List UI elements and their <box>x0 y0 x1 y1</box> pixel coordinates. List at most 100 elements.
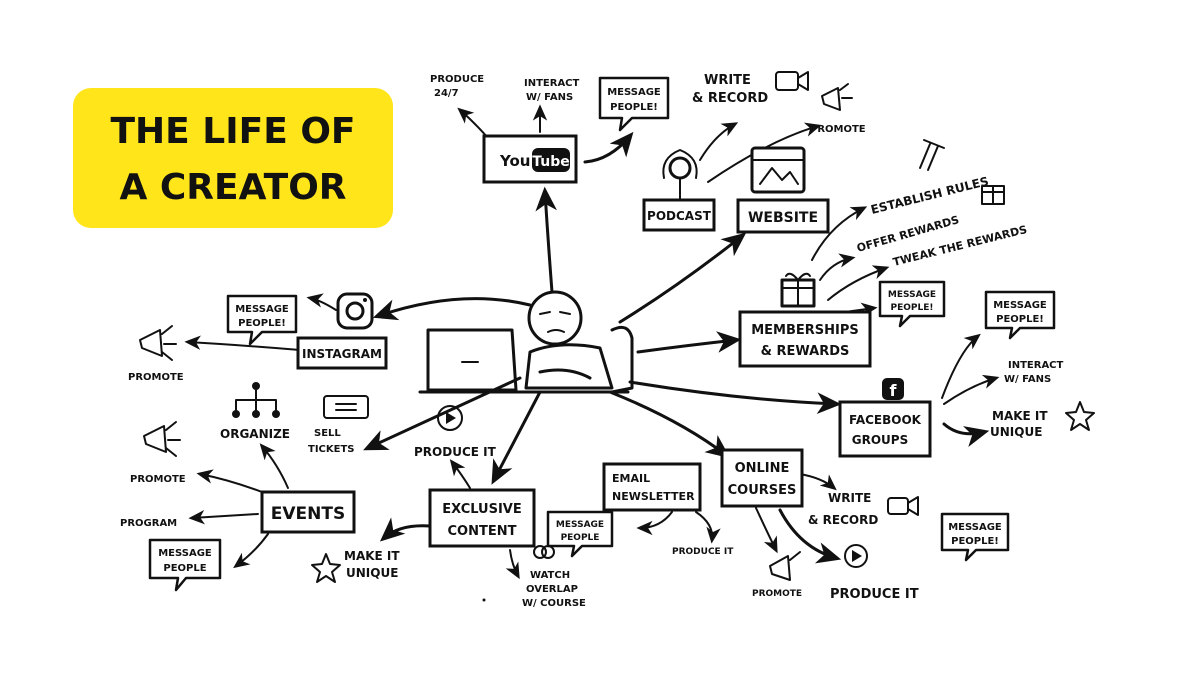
exclusive-watch-line1: WATCH <box>530 570 570 581</box>
creator-body <box>524 343 614 390</box>
arrow-events-organize <box>259 443 289 489</box>
arrow-to-memberships <box>636 331 742 354</box>
memberships-label-line1: MEMBERSHIPS <box>751 323 859 338</box>
arrow-mem-establish <box>811 206 868 261</box>
events-unique-line1: MAKE IT <box>344 549 400 563</box>
title-line-1: THE LIFE OF <box>110 111 355 152</box>
courses-message-bubble <box>940 512 1010 562</box>
yt-interact-line2: W/ FANS <box>526 92 573 103</box>
mem-establish-rules: ESTABLISH RULES <box>869 174 990 217</box>
youtube-node: You Tube PRODUCE 24/7 INTERACT W/ FANS M… <box>430 74 670 184</box>
exclusive-label-line1: EXCLUSIVE <box>442 502 522 517</box>
arrow-courses-write <box>799 473 837 491</box>
org-chart-leaf-1 <box>232 410 240 418</box>
courses-play-triangle <box>852 550 862 562</box>
exclusive-node: PRODUCE IT EXCLUSIVE CONTENT MESSAGE PEO… <box>414 405 614 609</box>
org-chart-icon <box>235 387 277 413</box>
play-triangle <box>446 412 456 424</box>
org-chart-node <box>252 382 260 390</box>
events-node: ORGANIZE SELL TICKETS EVENTS PROMOTE PRO… <box>120 382 400 592</box>
courses-message-line2: PEOPLE! <box>951 536 999 547</box>
events-promote: PROMOTE <box>130 474 186 485</box>
podcast-write-line2: & RECORD <box>692 91 768 106</box>
newsletter-label-line2: NEWSLETTER <box>612 490 695 503</box>
facebook-icon-letter: f <box>890 381 898 400</box>
browser-icon <box>750 146 806 194</box>
website-node: WEBSITE <box>736 146 830 234</box>
events-sell-line1: SELL <box>314 428 341 439</box>
arrow-to-sell-tickets <box>363 376 522 451</box>
title-block: THE LIFE OF A CREATOR <box>73 88 393 228</box>
mem-message-bubble <box>878 280 946 328</box>
arrow-fb-message <box>941 333 981 399</box>
arrow-yt-message <box>583 131 634 164</box>
creator-arm <box>538 368 592 380</box>
facebook-label-line2: GROUPS <box>852 433 908 447</box>
arrow-courses-produce <box>778 508 842 564</box>
gavel-icon <box>919 139 945 171</box>
ig-message-line1: MESSAGE <box>235 304 289 315</box>
instagram-icon <box>336 292 374 330</box>
arrow-yt-produce <box>457 107 489 139</box>
events-message-bubble <box>148 538 222 592</box>
arrow-courses-promote <box>755 507 778 554</box>
exclusive-message-line1: MESSAGE <box>556 520 604 530</box>
ig-message-line2: PEOPLE! <box>238 318 286 329</box>
newsletter-label-line1: EMAIL <box>612 472 650 485</box>
arrow-exclusive-produce <box>449 459 471 489</box>
podcast-box <box>642 198 716 232</box>
overlap-icon-a <box>533 545 547 559</box>
fb-interact-line2: W/ FANS <box>1004 374 1051 385</box>
youtube-logo-you: You <box>499 152 530 170</box>
courses-write-line1: WRITE <box>828 491 871 505</box>
events-program: PROGRAM <box>120 518 177 529</box>
facebook-label-line1: FACEBOOK <box>849 413 922 427</box>
facebook-box <box>838 400 932 458</box>
fb-message-line2: PEOPLE! <box>996 314 1044 325</box>
fb-interact-line1: INTERACT <box>1008 360 1064 371</box>
arrow-to-youtube <box>535 186 557 294</box>
title-line-2: A CREATOR <box>119 167 346 208</box>
youtube-logo-badge <box>532 148 570 172</box>
courses-camera-icon <box>887 497 909 515</box>
facebook-icon <box>882 378 904 400</box>
instagram-box <box>296 336 388 370</box>
browser-image-icon <box>751 159 805 185</box>
courses-produce-it: PRODUCE IT <box>830 587 919 602</box>
title-highlight <box>73 88 393 228</box>
arrow-ig-message <box>306 293 337 311</box>
arrow-mem-tweak <box>827 265 890 301</box>
arrow-mem-offer <box>819 253 856 281</box>
exclusive-watch-line2: OVERLAP <box>526 584 578 595</box>
courses-camera-lens <box>907 496 919 516</box>
events-box <box>260 490 356 534</box>
events-sell-line2: TICKETS <box>308 444 354 455</box>
events-message-line2: PEOPLE <box>163 563 206 574</box>
stray-dot <box>482 598 486 602</box>
newsletter-node: EMAIL NEWSLETTER PRODUCE IT <box>602 462 734 557</box>
chair <box>610 325 634 394</box>
creator-mouth <box>547 329 565 333</box>
courses-node: ONLINE COURSES WRITE & RECORD MESSAGE PE… <box>720 448 1010 602</box>
courses-write-line2: & RECORD <box>808 513 878 527</box>
arrow-events-message <box>233 533 269 569</box>
arrow-fb-unique <box>942 422 990 448</box>
ig-message-bubble <box>226 294 298 346</box>
gift-ribbon-icon <box>781 272 815 307</box>
star-icon <box>1065 401 1095 431</box>
website-label: WEBSITE <box>748 210 818 226</box>
yt-interact-line1: INTERACT <box>524 78 580 89</box>
events-organize: ORGANIZE <box>220 427 290 441</box>
play-icon <box>437 405 463 431</box>
yt-message-bubble <box>598 76 670 132</box>
org-chart-leaf-2 <box>252 410 260 418</box>
podcast-label: PODCAST <box>647 209 712 223</box>
arrow-ig-promote <box>184 335 301 351</box>
ig-promote: PROMOTE <box>128 372 184 383</box>
org-chart-leaf-3 <box>272 410 280 418</box>
exclusive-message-bubble <box>546 510 614 558</box>
video-camera-lens <box>797 71 809 91</box>
fb-unique-line1: MAKE IT <box>992 409 1048 423</box>
